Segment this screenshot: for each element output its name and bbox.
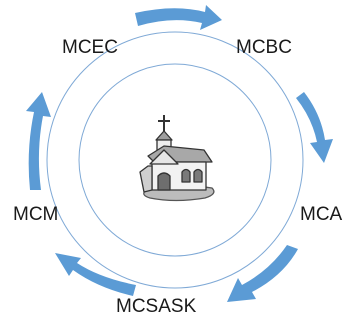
node-label-mca: MCA (300, 204, 343, 225)
arrow-mcm-to-mcec (26, 92, 51, 190)
arrow-mca-to-mcsask (227, 245, 298, 302)
arrow-mcec-to-mcbc (135, 5, 222, 30)
node-label-mcm: MCM (13, 204, 59, 225)
node-label-mcbc: MCBC (236, 37, 292, 58)
inner-ring (78, 63, 272, 257)
church-icon (139, 115, 215, 202)
arrow-mcbc-to-mca (296, 92, 333, 163)
node-label-mcec: MCEC (62, 37, 118, 58)
node-label-mcsask: MCSASK (116, 296, 197, 317)
arrow-mcsask-to-mcm (55, 253, 136, 296)
outer-ring (46, 31, 304, 289)
